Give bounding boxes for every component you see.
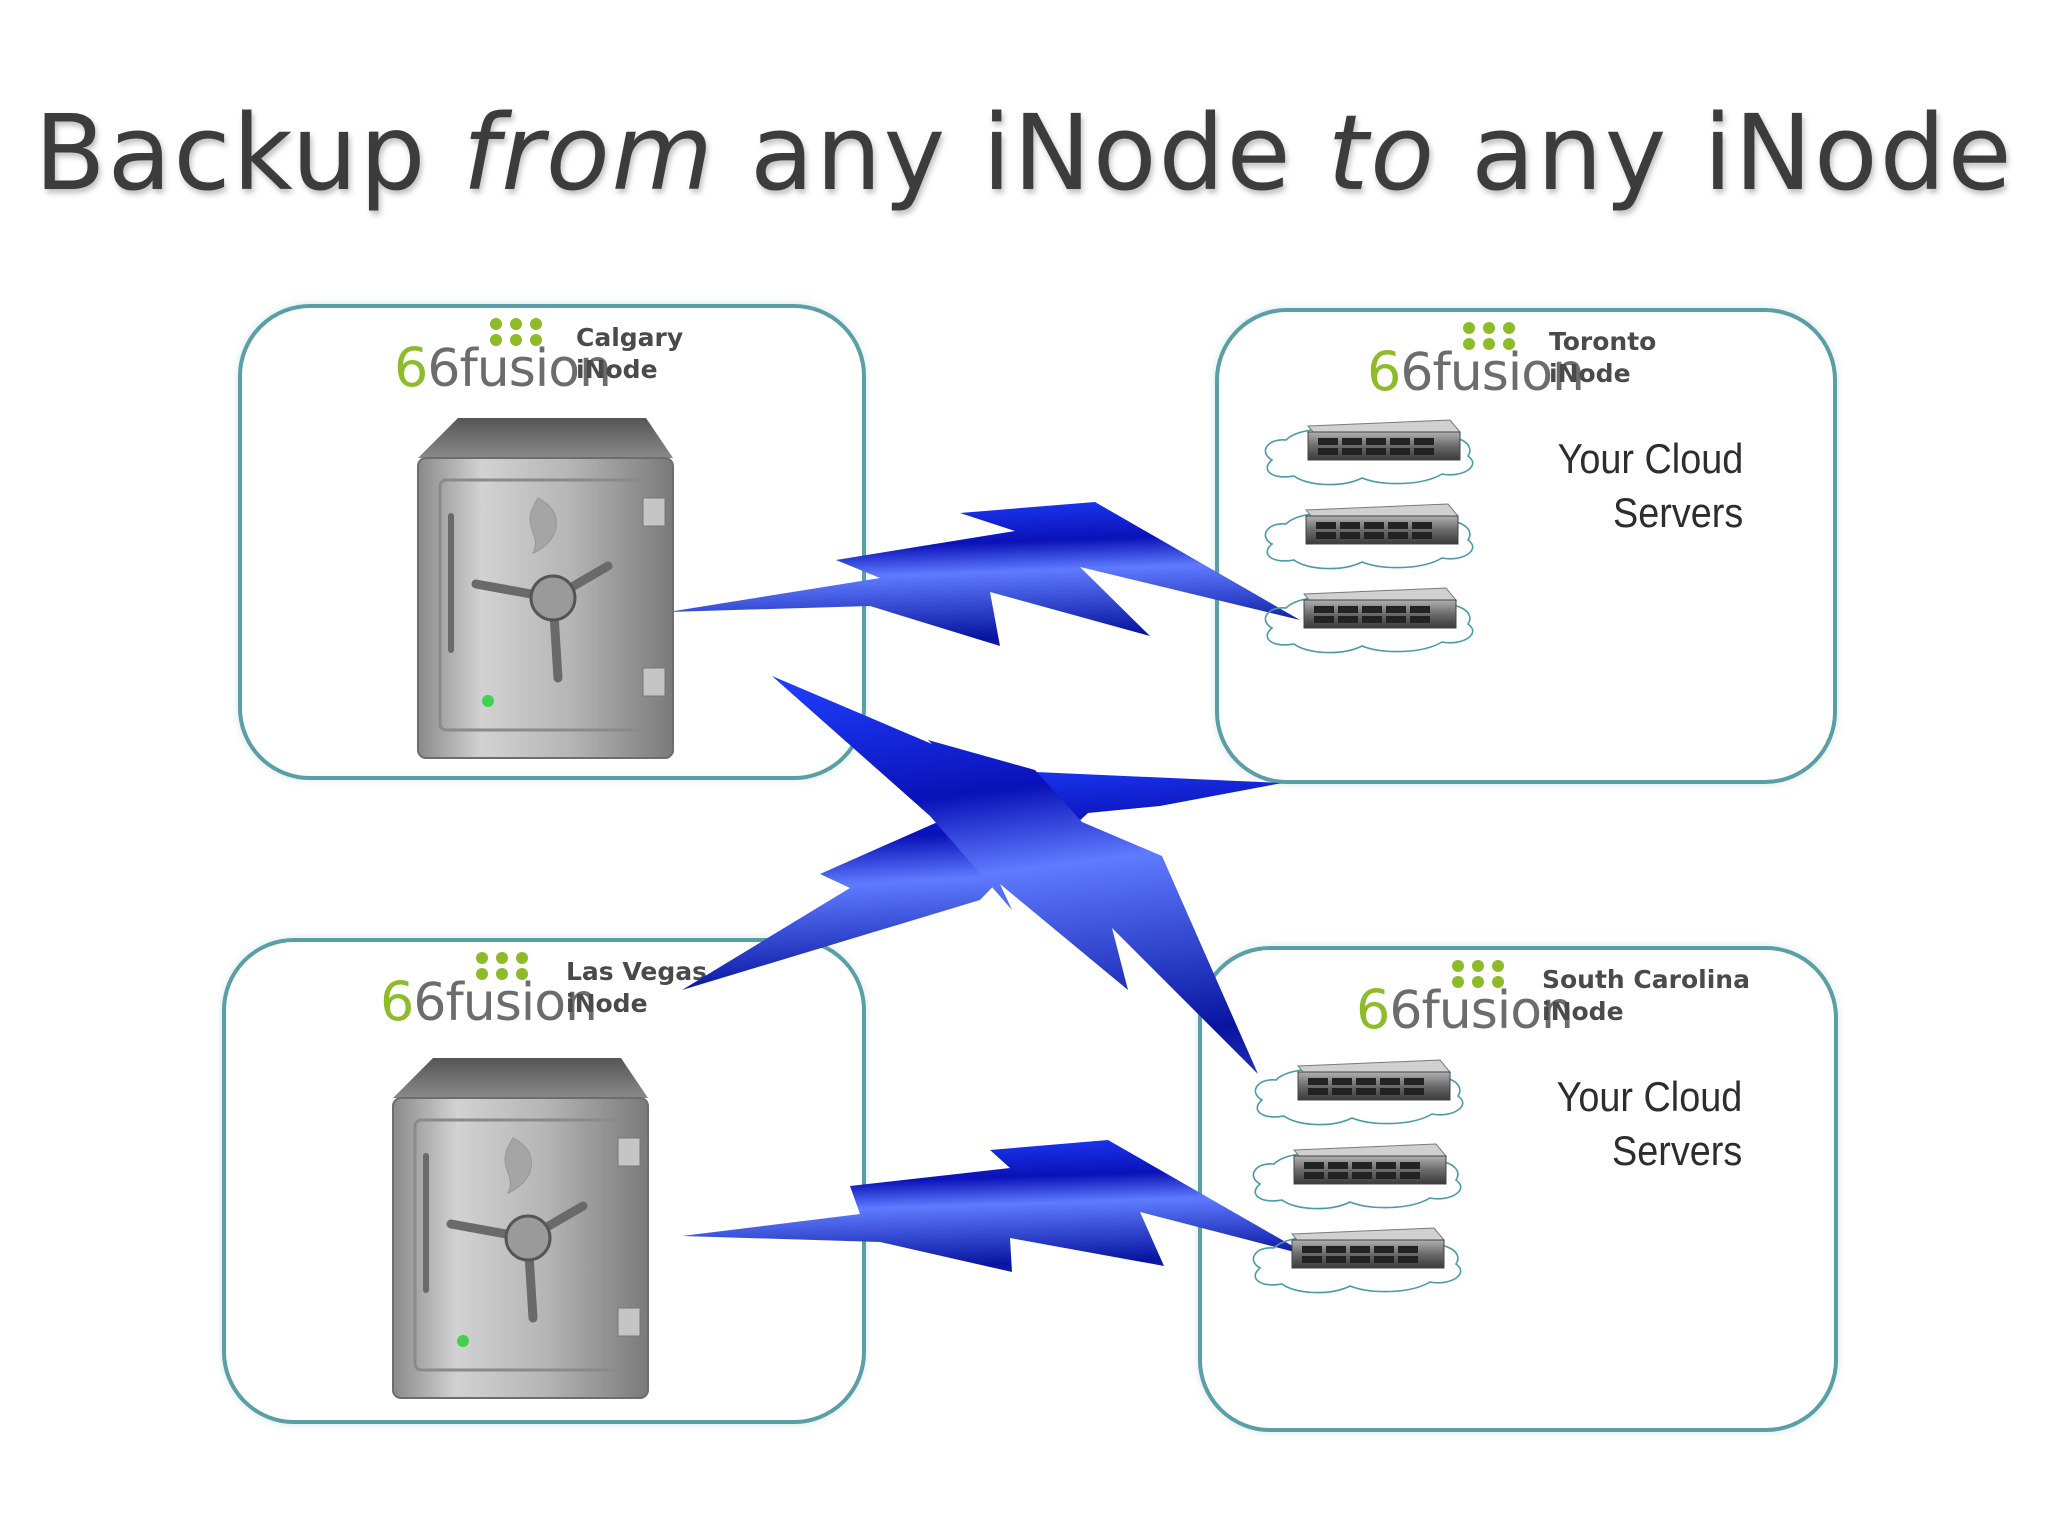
server-icon — [1307, 419, 1461, 461]
server-icon — [1303, 587, 1457, 629]
lightning-bolt-icon — [668, 502, 1310, 1272]
slide-title: Backup from any iNode to any iNode — [34, 92, 2014, 214]
server-icon — [1305, 503, 1459, 545]
server-icon — [1291, 1227, 1445, 1269]
safe-icon — [418, 418, 673, 758]
server-icon — [1293, 1143, 1447, 1185]
server-icon — [1297, 1059, 1451, 1101]
safe-icon — [393, 1058, 648, 1398]
